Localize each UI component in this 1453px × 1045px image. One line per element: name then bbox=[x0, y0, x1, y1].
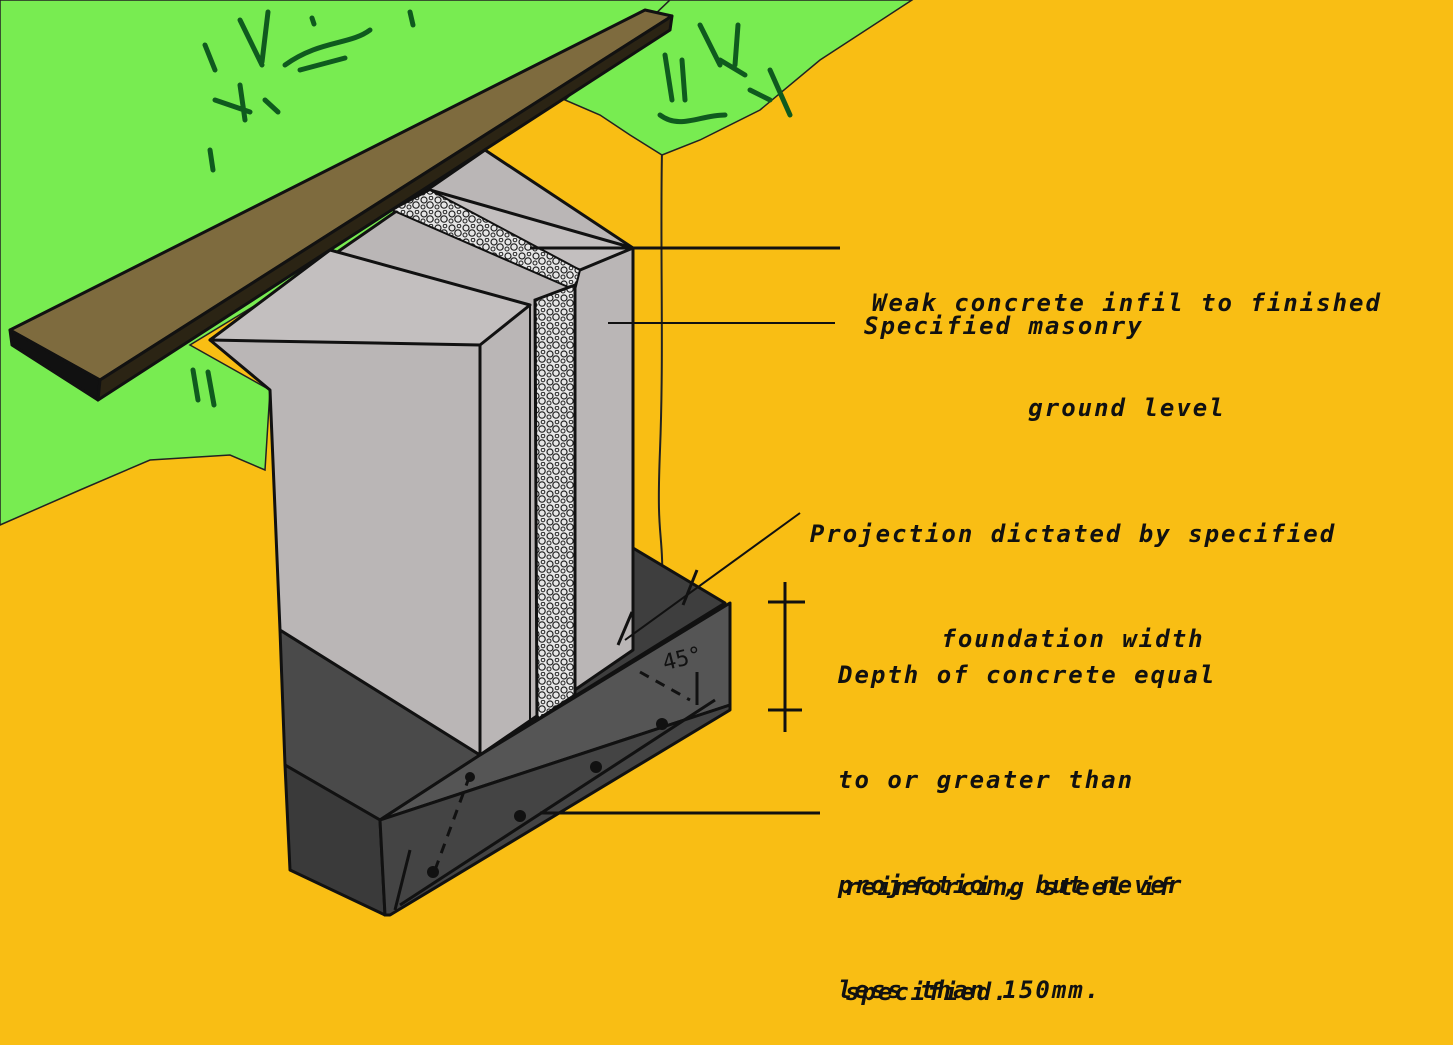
leader-lines bbox=[530, 246, 840, 815]
reinforcing-line1: reinforcing steel if bbox=[845, 873, 1174, 901]
weak-infill-line1: Weak concrete infil to finished bbox=[872, 289, 1382, 317]
reinforcing-steel bbox=[393, 670, 716, 911]
depth-dimension bbox=[768, 582, 805, 732]
depth-line3: projection, but never bbox=[838, 871, 1184, 899]
weak-concrete-infill bbox=[389, 188, 582, 723]
projection-ticks bbox=[616, 569, 699, 646]
timber-board bbox=[8, 8, 674, 402]
depth-line1: Depth of concrete equal bbox=[838, 661, 1217, 689]
projection-annotation: Projection dictated by specified foundat… bbox=[790, 447, 1356, 692]
reinforcing-annotation: reinforcing steel if specified. bbox=[845, 800, 1174, 1045]
rebar-dots bbox=[427, 718, 668, 878]
trench-right-edge bbox=[657, 149, 664, 601]
weak-infill-annotation: Weak concrete infil to finished ground l… bbox=[853, 216, 1401, 461]
projection-line2: foundation width bbox=[941, 625, 1205, 653]
projection-line1: Projection dictated by specified bbox=[809, 520, 1337, 548]
specified-masonry-annotation: Specified masonry bbox=[864, 312, 1144, 340]
weak-infill-line2: ground level bbox=[1028, 394, 1226, 422]
depth-line2: to or greater than bbox=[838, 766, 1135, 794]
reinforcing-line2: specified. bbox=[845, 978, 1010, 1006]
foundation-diagram: 45° bbox=[0, 0, 914, 917]
grass-tufts bbox=[190, 9, 793, 408]
